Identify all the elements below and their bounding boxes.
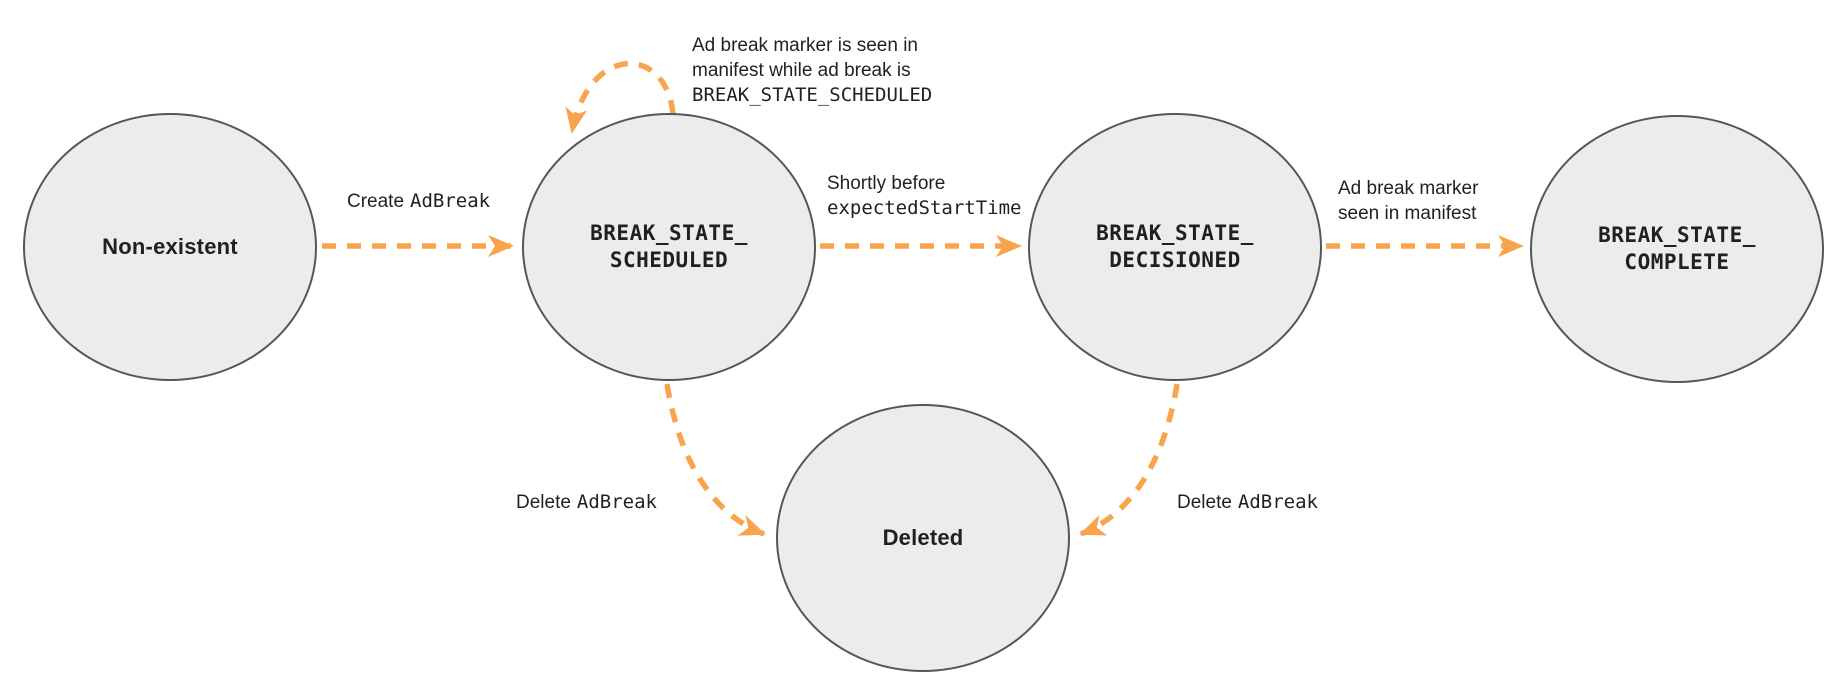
edge-label-text: Shortly before <box>827 173 946 194</box>
state-label-line: BREAK_STATE_ <box>1598 223 1756 247</box>
edge-label-code: AdBreak <box>410 190 491 212</box>
edge-label-code: BREAK_STATE_SCHEDULED <box>692 84 933 106</box>
state-label-line: DECISIONED <box>1109 248 1241 272</box>
edge-label-text: Create <box>347 191 405 212</box>
state-break-state-scheduled: BREAK_STATE_ SCHEDULED <box>522 113 816 381</box>
state-label-line: BREAK_STATE_ <box>590 221 748 245</box>
edge-label-text: seen in manifest <box>1338 203 1477 224</box>
state-label-line: BREAK_STATE_ <box>1096 221 1254 245</box>
edge-label-code: expectedStartTime <box>827 197 1022 219</box>
state-label: Deleted <box>882 525 964 550</box>
state-break-state-decisioned: BREAK_STATE_ DECISIONED <box>1028 113 1322 381</box>
edge-label-text: Delete <box>1177 492 1232 513</box>
edge-label-scheduled-self-loop: Ad break marker is seen in manifest whil… <box>692 33 932 108</box>
state-label-line: SCHEDULED <box>609 248 729 272</box>
state-non-existent: Non-existent <box>23 113 317 381</box>
state-deleted: Deleted <box>776 404 1070 672</box>
edge-label-code: AdBreak <box>576 491 657 513</box>
arrow-scheduled-to-deleted <box>664 383 766 537</box>
edge-label-shortly-before: Shortly before expectedStartTime <box>827 171 1021 221</box>
state-break-state-complete: BREAK_STATE_ COMPLETE <box>1530 115 1824 383</box>
edge-label-code: AdBreak <box>1237 491 1318 513</box>
edge-label-text: manifest while ad break is <box>692 60 911 81</box>
edge-label-text: Delete <box>516 492 571 513</box>
state-label: Non-existent <box>102 234 238 259</box>
edge-label-text: Ad break marker is seen in <box>692 35 918 56</box>
edge-label-text: Ad break marker <box>1338 178 1479 199</box>
arrow-scheduled-self-loop <box>565 61 676 134</box>
edge-label-marker-seen: Ad break marker seen in manifest <box>1338 176 1478 226</box>
arrow-decisioned-to-deleted <box>1079 383 1180 537</box>
state-label-line: COMPLETE <box>1624 250 1730 274</box>
